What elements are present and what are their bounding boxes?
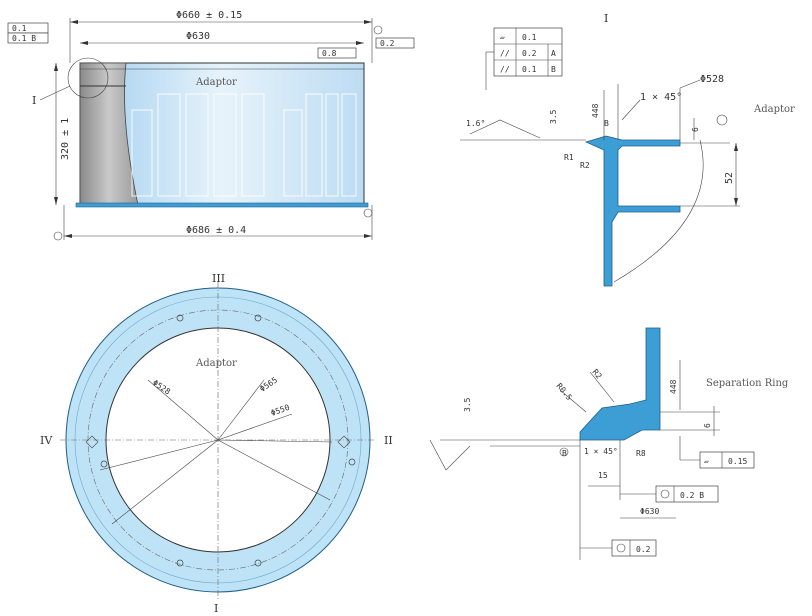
tol-left-2: 0.1 B: [12, 34, 36, 43]
detail-dim-r2: R2: [580, 161, 590, 170]
ring-detail: 6 448 Separation Ring R0.5 R2 3.5 1 × 45…: [429, 327, 789, 560]
svg-text:0.1: 0.1: [522, 65, 537, 74]
svg-text:0.2: 0.2: [522, 49, 537, 58]
detail-dim-chamfer: 1 × 45°: [640, 92, 682, 103]
ring-dim-phi: Φ630: [640, 507, 659, 516]
tol-right-2: 0.2: [380, 39, 395, 48]
svg-text:▱: ▱: [500, 33, 505, 42]
ring-tol-circ: 0.2 B: [680, 491, 704, 500]
front-view-label: Adaptor: [195, 77, 237, 88]
dim-height: 320 ± 1: [60, 118, 71, 160]
svg-text:A: A: [551, 49, 556, 58]
axis-bottom: I: [214, 602, 218, 615]
ring-label: Separation Ring: [706, 378, 789, 389]
tol-right-1: 0.8: [322, 49, 337, 58]
svg-text:0.1: 0.1: [522, 33, 537, 42]
ring-dim-r2: R2: [590, 368, 603, 381]
detail-circle: [67, 57, 109, 99]
svg-text:B: B: [551, 65, 556, 74]
detail-dim-r1: R1: [564, 153, 574, 162]
axis-top: III: [212, 272, 225, 285]
tol-table: ▱ 0.1 // 0.2 A // 0.1 B: [485, 27, 563, 90]
detail-dim-448: 448: [591, 103, 600, 118]
plan-view-label: Adaptor: [195, 358, 237, 369]
ring-dim-448: 448: [669, 379, 678, 394]
adaptor-section: [584, 135, 681, 287]
plan-view: III IV II I Adaptor Φ528 Φ565 Φ550: [40, 272, 393, 615]
ring-dim-r8: R8: [636, 449, 646, 458]
detail-I-label: Adaptor: [753, 104, 795, 115]
svg-text://: //: [500, 49, 510, 58]
panel-stripes: [131, 93, 357, 197]
detail-dim-6: 6: [691, 127, 700, 132]
ring-dim-chamfer: 1 × 45°: [584, 447, 618, 456]
dim-top-inner: Φ630: [186, 31, 210, 42]
dim-top-outer: Φ660 ± 0.15: [176, 10, 242, 21]
ring-tol-flat: 0.15: [728, 457, 747, 466]
tol-left-1: 0.1: [12, 24, 27, 33]
ring-dim-35: 3.5: [463, 397, 472, 412]
bolt-holes: [100, 314, 356, 567]
svg-text://: //: [500, 65, 510, 74]
axis-left: IV: [40, 434, 53, 447]
ring-datum: B: [562, 449, 567, 458]
detail-dim-52: 52: [724, 172, 735, 184]
ring-section: [579, 327, 661, 441]
ring-tol-bottom: 0.2: [636, 545, 651, 554]
detail-dim-phi: Φ528: [700, 74, 724, 85]
detail-dim-35: 3.5: [549, 109, 558, 124]
ring-dim-6: 6: [703, 423, 712, 428]
front-view: I Φ660 ± 0.15 Φ630 0.1 0.1 B 0.8 0.2 320…: [7, 10, 415, 241]
detail-I: I ▱ 0.1 // 0.2 A // 0.1 B 5: [460, 12, 795, 287]
axis-right: II: [384, 434, 393, 447]
svg-text:▱: ▱: [704, 457, 709, 466]
detail-dim-angle: 1.6°: [466, 119, 485, 128]
detail-I-title: I: [604, 12, 608, 25]
detail-datum-b: B: [604, 119, 609, 128]
detail-ref-label: I: [32, 94, 36, 107]
ring-dim-15: 15: [598, 471, 608, 480]
dim-bottom: Φ686 ± 0.4: [186, 225, 246, 236]
